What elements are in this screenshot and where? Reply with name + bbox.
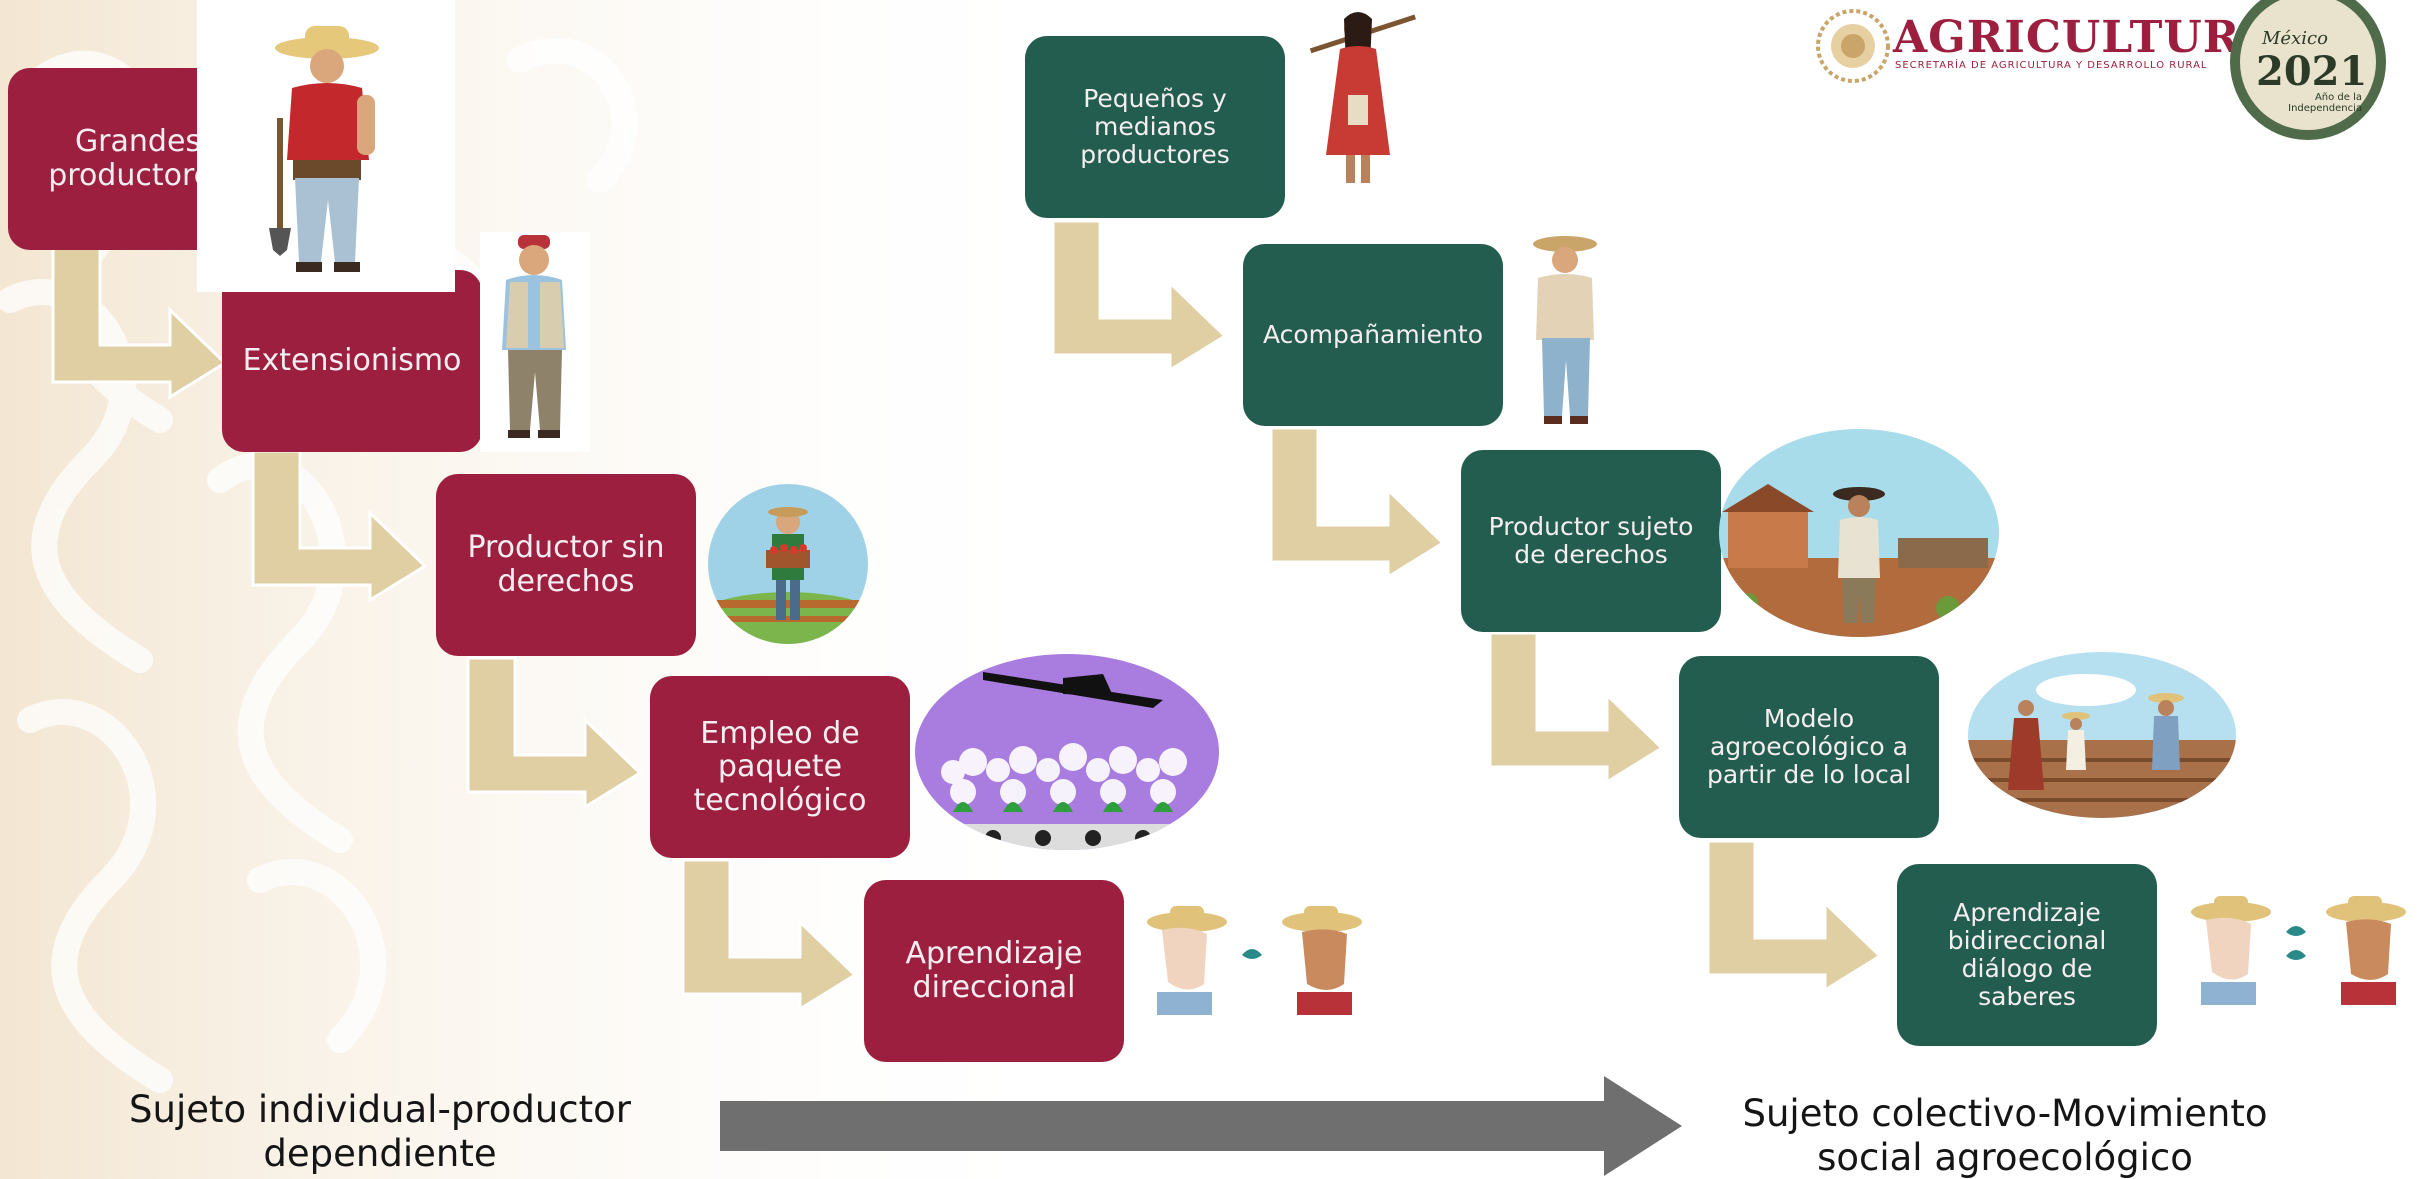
brand-subtitle: SECRETARÍA DE AGRICULTURA Y DESARROLLO R… xyxy=(1895,60,2208,71)
badge-year: 2021 xyxy=(2256,48,2368,95)
woman-with-hoe-illustration xyxy=(1298,5,1418,195)
node-modelo-agroecologico: Modelo agroecológico a partir de lo loca… xyxy=(1679,656,1939,838)
farmer-with-shovel-illustration xyxy=(197,0,455,292)
extension-worker-illustration xyxy=(480,232,590,452)
two-people-dialogue-right-illustration xyxy=(2176,890,2426,1005)
flow-arrow-right-1 xyxy=(1051,219,1228,373)
flow-arrow-right-2 xyxy=(1269,426,1446,580)
flow-arrow-left-3 xyxy=(466,656,643,810)
flow-arrow-right-4 xyxy=(1706,839,1883,993)
node-label: Aprendizaje direccional xyxy=(905,936,1083,1005)
node-acompanamiento: Acompañamiento xyxy=(1243,244,1503,426)
node-label: Modelo agroecológico a partir de lo loca… xyxy=(1706,704,1912,789)
node-label: Aprendizaje bidireccional diálogo de sab… xyxy=(1947,898,2107,1011)
flow-arrow-right-3 xyxy=(1488,631,1665,785)
node-label: Empleo de paquete tecnológico xyxy=(693,715,867,818)
node-label: Acompañamiento xyxy=(1262,320,1484,349)
caption-left: Sujeto individual-productor dependiente xyxy=(129,1088,631,1175)
caption-right: Sujeto colectivo-Movimiento social agroe… xyxy=(1742,1092,2268,1179)
brand-name: AGRICULTURA xyxy=(1893,12,2276,63)
node-aprendizaje-direccional: Aprendizaje direccional xyxy=(864,880,1124,1062)
node-productor-sin-derechos: Productor sin derechos xyxy=(436,474,696,656)
node-label: Productor sin derechos xyxy=(467,530,665,599)
crop-spraying-plane-illustration xyxy=(915,654,1219,850)
node-label: Extensionismo xyxy=(242,343,462,379)
node-label: Pequeños y medianos productores xyxy=(1080,84,1230,169)
field-guide-illustration xyxy=(1520,230,1610,430)
agricultura-seal-logo xyxy=(1816,9,1890,83)
rural-rights-farmer-illustration xyxy=(1719,429,1999,637)
node-pequenos-productores: Pequeños y medianos productores xyxy=(1025,36,1285,218)
flow-arrow-left-2 xyxy=(251,449,428,603)
badge-top-text: México xyxy=(2262,28,2328,49)
node-extensionismo: Extensionismo xyxy=(222,270,482,452)
main-transition-arrow xyxy=(720,1076,1682,1176)
node-productor-sujeto-derechos: Productor sujeto de derechos xyxy=(1461,450,1721,632)
two-people-dialogue-left-illustration xyxy=(1132,900,1382,1015)
mexico-2021-badge: México 2021 Año de la Independencia xyxy=(2228,0,2388,140)
node-aprendizaje-bidireccional: Aprendizaje bidireccional diálogo de sab… xyxy=(1897,864,2157,1046)
agroecology-field-illustration xyxy=(1968,652,2236,818)
node-label: Productor sujeto de derechos xyxy=(1488,512,1694,569)
flow-arrow-left-1 xyxy=(51,246,228,400)
badge-bottom-text: Año de la Independencia xyxy=(2288,92,2362,114)
farmer-with-crate-illustration xyxy=(708,484,868,644)
flow-arrow-left-4 xyxy=(681,858,858,1012)
node-paquete-tecnologico: Empleo de paquete tecnológico xyxy=(650,676,910,858)
